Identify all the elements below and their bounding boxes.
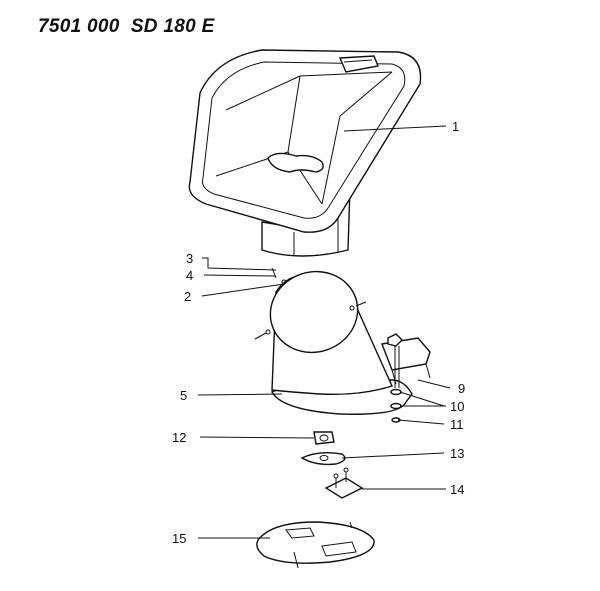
callout-1: 1	[452, 119, 459, 134]
callout-labels: 1 2 3 4 5 9 10 11 12 13 14 15	[172, 119, 465, 546]
part-number: 7501 000	[38, 16, 120, 37]
clip-with-screws-part-14	[324, 467, 364, 499]
bracket-and-bolt-parts-9-10-11	[381, 333, 431, 423]
callout-11: 11	[450, 417, 464, 432]
callout-10: 10	[450, 399, 464, 414]
callout-9: 9	[458, 381, 465, 396]
callout-13: 13	[450, 446, 464, 461]
model-name: SD 180 E	[130, 16, 215, 37]
callout-2: 2	[184, 289, 191, 304]
callout-14: 14	[450, 482, 464, 497]
callout-4: 4	[186, 268, 193, 283]
callout-12: 12	[172, 430, 186, 445]
chute-tube-part-5	[254, 267, 413, 415]
callout-15: 15	[172, 531, 186, 546]
callout-3: 3	[186, 251, 193, 266]
leader-lines	[197, 125, 451, 539]
callout-5: 5	[180, 388, 187, 403]
diagram-title: 7501 000 SD 180 E	[38, 16, 215, 38]
washer-plate-part-13	[300, 451, 346, 466]
hopper-part-1	[188, 49, 422, 257]
nut-part-12	[313, 431, 335, 445]
disc-plate-part-15	[256, 521, 375, 569]
